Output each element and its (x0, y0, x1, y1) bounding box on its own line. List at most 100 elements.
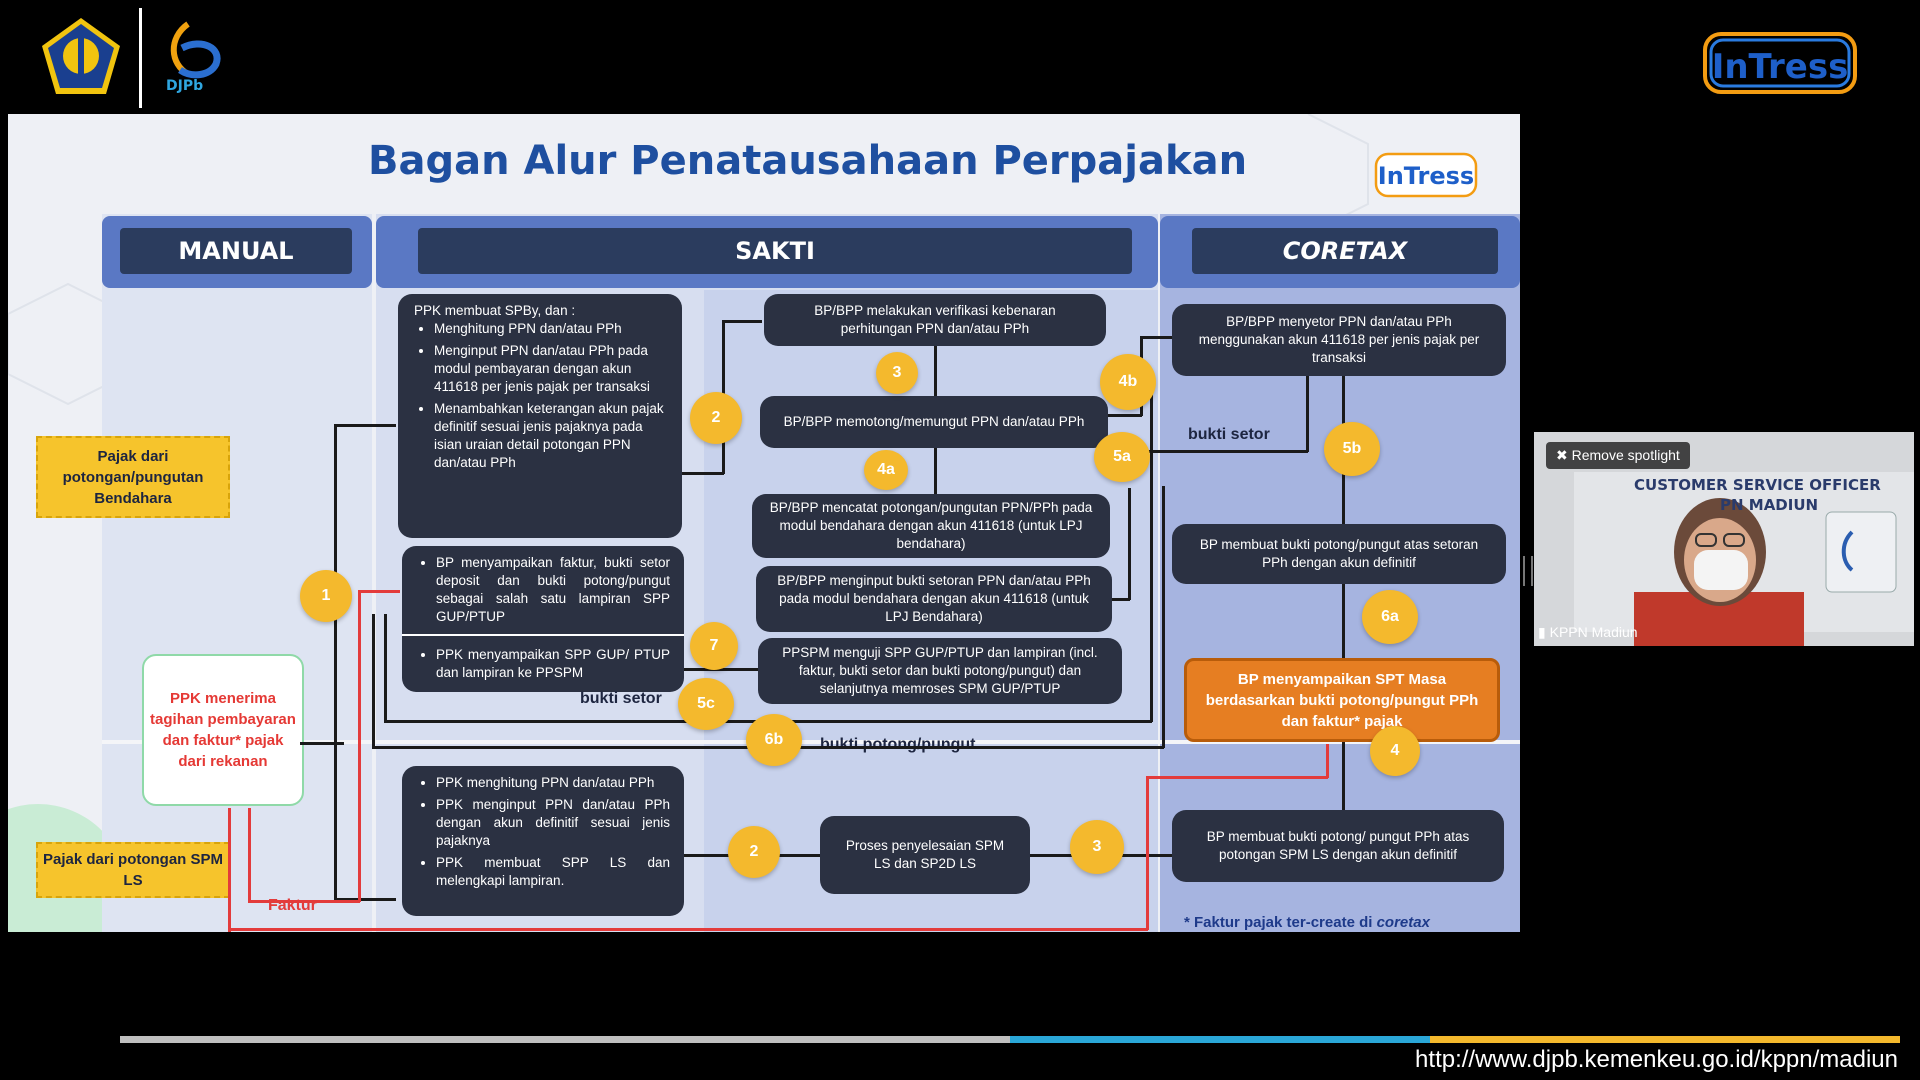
step-7-badge: 7 (690, 622, 738, 670)
remove-spotlight-label: Remove spotlight (1571, 447, 1680, 463)
ls-step-4-badge: 4 (1370, 726, 1420, 776)
step-4a-badge: 4a (864, 450, 908, 490)
coretax-header: CORETAX (1160, 216, 1520, 288)
pajak-spm-ls-box: Pajak dari potongan SPM LS (36, 842, 230, 898)
slide-title: Bagan Alur Penatausahaan Perpajakan (368, 138, 1248, 184)
manual-header-label: MANUAL (120, 228, 352, 274)
remove-spotlight-button[interactable]: ✖ Remove spotlight (1546, 442, 1690, 469)
faktur-flow-line (248, 808, 251, 902)
bp-faktur-text: BP menyampaikan faktur, bukti setor depo… (436, 554, 670, 626)
footnote-coretax: coretax (1376, 914, 1430, 931)
faktur-flow-line (1326, 744, 1329, 778)
connector (1108, 414, 1142, 417)
step-6b-badge: 6b (746, 714, 802, 766)
signal-bars-icon: ▮ (1538, 624, 1546, 640)
connector (384, 614, 387, 722)
connector (1112, 598, 1130, 601)
bp-mencatat-node: BP/BPP mencatat potongan/pungutan PPN/PP… (752, 494, 1110, 558)
connector (334, 424, 396, 427)
connector (934, 448, 937, 494)
faktur-flow-line (358, 590, 400, 593)
connector (1148, 450, 1308, 453)
logo-divider (139, 8, 142, 108)
faktur-flow-line (228, 808, 231, 932)
sakti-header: SAKTI (376, 216, 1158, 288)
ppk-spby-item: Menambahkan keterangan akun pajak defini… (434, 400, 666, 472)
ppk-ls-list: PPK menghitung PPN dan/atau PPh PPK meng… (416, 774, 670, 890)
bp-menyetor-node: BP/BPP menyetor PPN dan/atau PPh menggun… (1172, 304, 1506, 376)
connector (1342, 584, 1345, 658)
webcam-video-tile[interactable] (1534, 432, 1914, 646)
ppk-spby-title: PPK membuat SPBy, dan : (414, 303, 576, 318)
step-2-badge: 2 (690, 392, 742, 444)
bukti-potong-label: bukti potong/pungut (820, 736, 976, 753)
step-5b-badge: 5b (1324, 422, 1380, 476)
ppk-spby-list: Menghitung PPN dan/atau PPh Menginput PP… (414, 320, 666, 472)
ls-step-2-badge: 2 (728, 826, 780, 878)
bukti-setor-label-1: bukti setor (580, 690, 662, 707)
connector (682, 472, 724, 475)
svg-text:InTress: InTress (1378, 162, 1474, 190)
faktur-flow-line (1146, 776, 1149, 930)
connector (334, 424, 337, 900)
ls-step-3-badge: 3 (1070, 820, 1124, 874)
ppk-spby-node: PPK membuat SPBy, dan : Menghitung PPN d… (398, 294, 682, 538)
row-divider (102, 740, 1520, 744)
footnote: * Faktur pajak ter-create di coretax (1184, 914, 1430, 931)
ppk-ls-item: PPK membuat SPP LS dan melengkapi lampir… (436, 854, 670, 890)
pin-icon: ✖ (1556, 447, 1568, 463)
step-1-badge: 1 (300, 570, 352, 622)
footer-url[interactable]: http://www.djpb.kemenkeu.go.id/kppn/madi… (1415, 1046, 1898, 1073)
connector (1150, 380, 1153, 722)
ppk-ls-item: PPK menginput PPN dan/atau PPh dengan ak… (436, 796, 670, 850)
slide-intress-logo: InTress (1374, 152, 1478, 198)
connector (300, 742, 344, 745)
panel-resize-handle[interactable] (1523, 556, 1533, 586)
connector (934, 346, 937, 396)
participant-name-tag: ▮ KPPN Madiun (1538, 624, 1638, 641)
ppk-spby-item: Menghitung PPN dan/atau PPh (434, 320, 666, 338)
faktur-flow-line (228, 928, 1148, 931)
connector (722, 320, 762, 323)
bp-faktur-node: BP menyampaikan faktur, bukti setor depo… (402, 546, 684, 692)
djpb-logo (170, 21, 221, 79)
presentation-slide: Bagan Alur Penatausahaan Perpajakan InTr… (8, 114, 1520, 932)
faktur-flow-line (248, 900, 360, 903)
bp-spt-node: BP menyampaikan SPT Masa berdasarkan buk… (1184, 658, 1500, 742)
step-4b-badge: 4b (1100, 354, 1156, 410)
ppspm-node: PPSPM menguji SPP GUP/PTUP dan lampiran … (758, 638, 1122, 704)
connector (1128, 488, 1131, 600)
participant-name: KPPN Madiun (1549, 624, 1638, 640)
sakti-header-label: SAKTI (418, 228, 1132, 274)
djpb-logo-text: DJPb (166, 78, 204, 94)
kemenkeu-logo (42, 18, 120, 94)
webcam-sign-line-1: CUSTOMER SERVICE OFFICER (1634, 476, 1881, 494)
bp-verifikasi-node: BP/BPP melakukan verifikasi kebenaran pe… (764, 294, 1106, 346)
ppk-ls-node: PPK menghitung PPN dan/atau PPh PPK meng… (402, 766, 684, 916)
connector (1342, 742, 1345, 810)
intress-logo-text: InTress (1712, 47, 1849, 87)
connector (334, 898, 396, 901)
intress-logo: InTress (1703, 32, 1857, 94)
manual-header: MANUAL (102, 216, 372, 288)
bukti-setor-label-2: bukti setor (1188, 426, 1270, 443)
bp-menginput-node: BP/BPP menginput bukti setoran PPN dan/a… (756, 566, 1112, 632)
step-6a-badge: 6a (1362, 590, 1418, 644)
bp-bukti-potong-node: BP membuat bukti potong/pungut atas seto… (1172, 524, 1506, 584)
webcam-scene (1534, 432, 1914, 646)
step-5a-badge: 5a (1094, 432, 1150, 482)
connector (1162, 486, 1165, 748)
ppk-spby-item: Menginput PPN dan/atau PPh pada modul pe… (434, 342, 666, 396)
pajak-bendahara-box: Pajak dari potongan/pungutan Bendahara (36, 436, 230, 518)
step-3-badge: 3 (876, 352, 918, 394)
bp-ls-node: BP membuat bukti potong/ pungut PPh atas… (1172, 810, 1504, 882)
faktur-flow-line (358, 590, 361, 902)
proses-spm-node: Proses penyelesaian SPM LS dan SP2D LS (820, 816, 1030, 894)
webcam-sign-line-2: PN MADIUN (1720, 496, 1819, 514)
coretax-header-label: CORETAX (1192, 228, 1498, 274)
progress-bar (120, 1036, 1900, 1043)
connector (372, 614, 375, 748)
ppk-ls-item: PPK menghitung PPN dan/atau PPh (436, 774, 670, 792)
footnote-text: * Faktur pajak ter-create di (1184, 914, 1373, 931)
step-5c-badge: 5c (678, 678, 734, 730)
